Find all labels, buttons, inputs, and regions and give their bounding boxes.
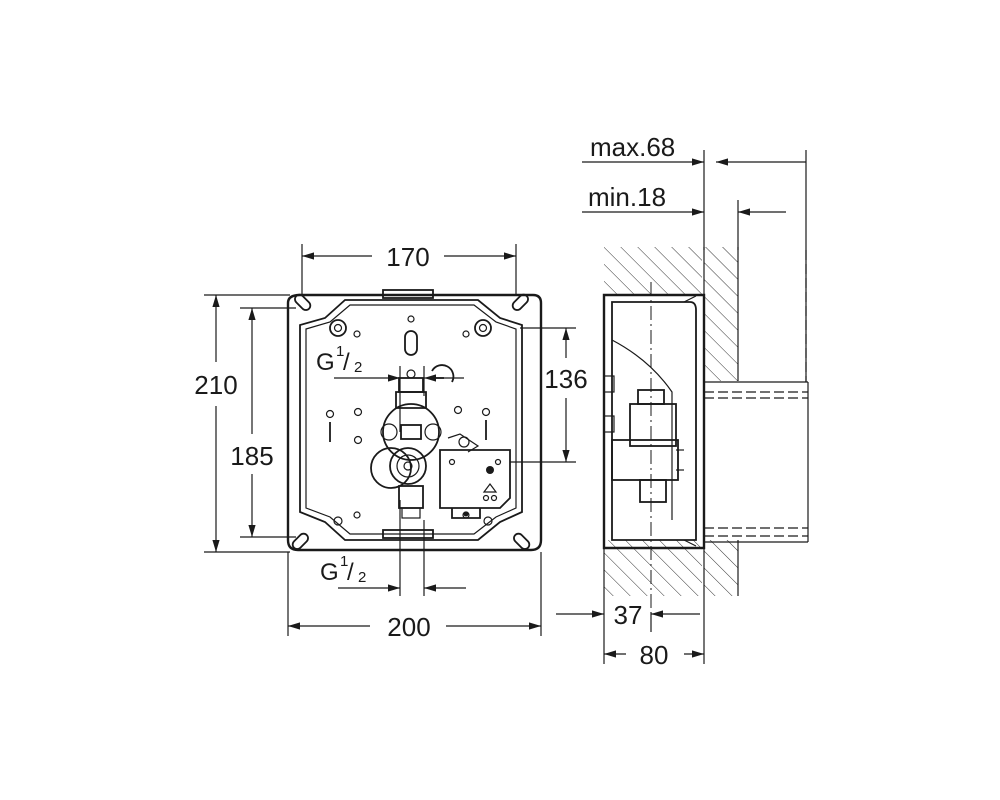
wall-hatch-right-top xyxy=(704,247,738,381)
corner-slot-bottom-right xyxy=(513,532,531,550)
dim-depth-axis: 37 xyxy=(614,600,643,630)
side-dimensions: max.68 min.18 37 80 xyxy=(556,132,807,670)
mounting-plate-outline xyxy=(286,293,543,552)
corner-slot-top-left xyxy=(294,293,312,311)
corner-slot-bottom-left xyxy=(291,532,309,550)
svg-text:G: G xyxy=(320,559,339,586)
center-slot xyxy=(404,330,418,356)
svg-text:/: / xyxy=(343,349,350,376)
dim-width-holes: 170 xyxy=(386,242,429,272)
flush-control-module xyxy=(439,433,511,519)
front-dimensions: 170 200 210 185 136 G 1 / 2 xyxy=(194,242,587,642)
label-connection-bottom: G 1 / 2 xyxy=(320,553,366,586)
dim-min-depth: min.18 xyxy=(588,182,666,212)
housing-side xyxy=(602,293,706,550)
svg-text:/: / xyxy=(347,559,354,586)
side-view xyxy=(602,247,809,612)
wall-hatch-right-bottom xyxy=(704,540,738,596)
label-connection-top: G 1 / 2 xyxy=(316,343,362,376)
wall-hatch-top xyxy=(604,247,702,295)
screw-boss-right xyxy=(474,319,492,337)
dim-depth-total: 80 xyxy=(640,640,669,670)
housing-inner-contour xyxy=(299,299,523,541)
corner-slot-top-right xyxy=(511,293,529,311)
dim-height-outer: 210 xyxy=(194,370,237,400)
dim-height-holes: 185 xyxy=(230,441,273,471)
svg-text:1: 1 xyxy=(336,343,344,360)
front-view xyxy=(286,289,576,552)
svg-text:G: G xyxy=(316,349,335,376)
dim-height-connection: 136 xyxy=(544,364,587,394)
wall-hatch-bottom xyxy=(604,540,702,596)
svg-text:2: 2 xyxy=(358,569,366,586)
pipe-extension xyxy=(704,381,809,543)
svg-text:2: 2 xyxy=(354,359,362,376)
svg-text:1: 1 xyxy=(340,553,348,570)
valve-body xyxy=(370,377,442,519)
dim-max-depth: max.68 xyxy=(590,132,675,162)
dim-width-outer: 200 xyxy=(387,612,430,642)
screw-boss-left xyxy=(329,319,347,337)
